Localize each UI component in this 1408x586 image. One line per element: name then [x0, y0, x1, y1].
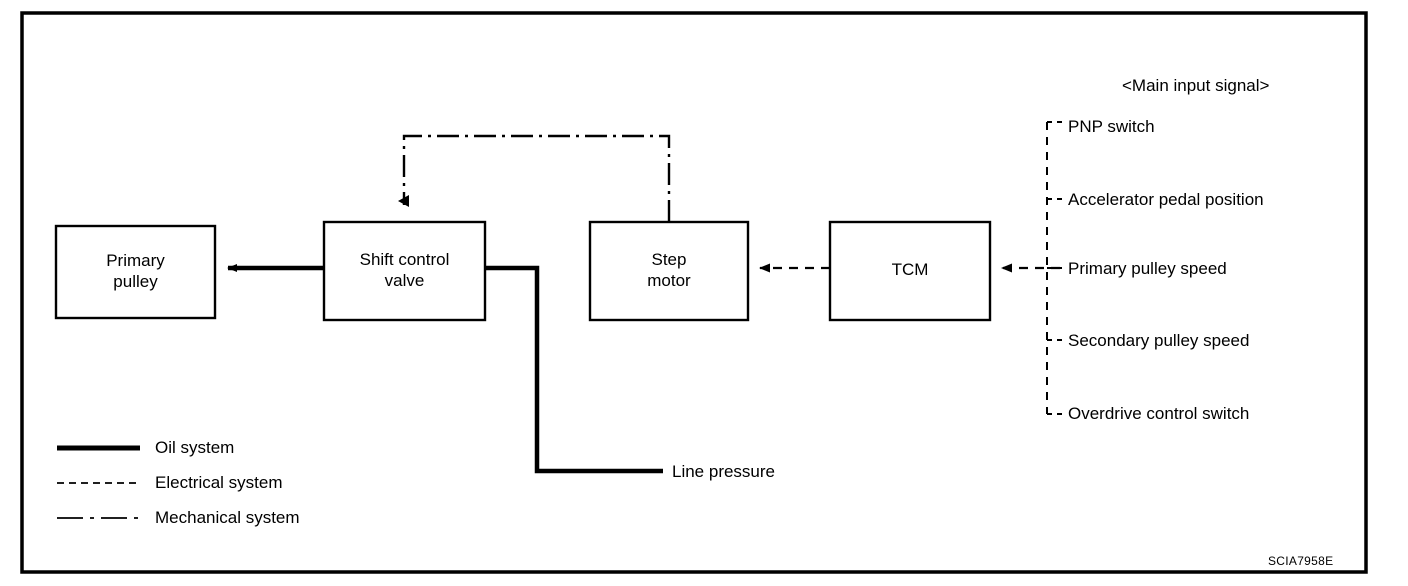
- block-primary-pulley: [54, 224, 217, 320]
- block-label-step-motor: Step motor: [647, 250, 691, 290]
- input-signal-secondary-pulley-speed: Secondary pulley speed: [1068, 331, 1250, 350]
- input-signal-overdrive-control-switch: Overdrive control switch: [1068, 404, 1250, 423]
- input-signal-pnp-switch: PNP switch: [1068, 117, 1155, 136]
- legend-label-mechanical-system: Mechanical system: [155, 508, 300, 527]
- figure-watermark: SCIA7958E: [1268, 554, 1334, 568]
- input-signal-primary-pulley-speed: Primary pulley speed: [1068, 259, 1227, 278]
- mechanical-line-step-motor-to-valve: [398, 134, 671, 222]
- block-label-primary-pulley: Primary pulley: [106, 251, 165, 291]
- block-tcm: [828, 220, 992, 322]
- block-shift-control-valve: [322, 220, 487, 322]
- block-label-tcm: TCM: [891, 260, 929, 279]
- input-signal-accelerator-pedal-position: Accelerator pedal position: [1068, 190, 1264, 209]
- annotation-line-pressure: Line pressure: [672, 462, 776, 481]
- figure-border: [20, 11, 1368, 574]
- block-label-shift-control-valve: Shift control valve: [359, 250, 450, 290]
- legend-label-oil-system: Oil system: [155, 438, 235, 457]
- legend-label-electrical-system: Electrical system: [155, 473, 283, 492]
- main-input-signal-heading: <Main input signal>: [1122, 76, 1270, 95]
- oil-line-line-pressure: [485, 265, 663, 474]
